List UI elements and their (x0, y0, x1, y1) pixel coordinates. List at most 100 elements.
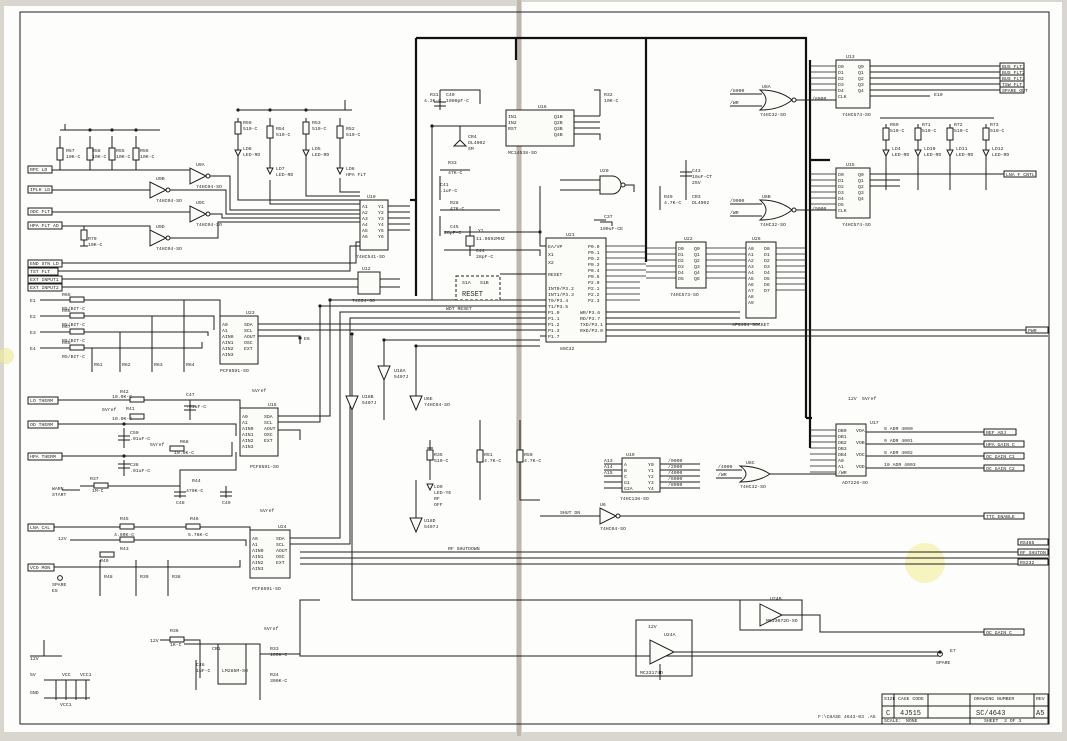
svg-text:Q4: Q4 (694, 270, 700, 276)
svg-text:U22: U22 (684, 236, 693, 242)
svg-text:U9C: U9C (196, 200, 205, 206)
svg-text:5.76K-C: 5.76K-C (188, 532, 208, 538)
svg-text:/WR: /WR (718, 472, 727, 478)
svg-text:LED-YE: LED-YE (434, 490, 451, 496)
svg-text:DB0: DB0 (838, 428, 847, 434)
svg-text:LED-RD: LED-RD (243, 152, 260, 158)
svg-text:A1: A1 (748, 252, 754, 258)
svg-text:10.0K-C: 10.0K-C (112, 394, 132, 400)
svg-text:CLK: CLK (838, 208, 847, 214)
svg-text:A14: A14 (604, 464, 613, 470)
right-net-flags: PWR REF ADJ HPA GAIN C OC GAIN C1 OC GAI… (983, 326, 1049, 636)
svg-text:P1.3: P1.3 (548, 328, 560, 334)
svg-text:RF SHUTDN: RF SHUTDN (1020, 550, 1046, 556)
svg-text:R60: R60 (62, 340, 71, 346)
svg-text:SCL: SCL (276, 542, 285, 548)
svg-text:R48: R48 (104, 574, 113, 580)
svg-text:/4000: /4000 (718, 464, 733, 470)
svg-text:A1: A1 (252, 542, 258, 548)
svg-text:EXT: EXT (244, 346, 253, 352)
svg-text:IN2: IN2 (508, 120, 517, 126)
svg-text:VCC1: VCC1 (80, 672, 92, 678)
svg-text:R69: R69 (890, 122, 899, 128)
svg-text:E6: E6 (304, 336, 310, 342)
svg-text:SPARE OUT: SPARE OUT (1002, 88, 1028, 94)
svg-text:28pF-C: 28pF-C (476, 254, 493, 260)
svg-text:510-C: 510-C (434, 458, 449, 464)
svg-text:OC GAIN C: OC GAIN C (986, 630, 1012, 636)
svg-text:D4: D4 (838, 196, 844, 202)
svg-text:Q2: Q2 (858, 184, 864, 190)
svg-text:47K-C: 47K-C (448, 170, 463, 176)
svg-text:8 ADR 4000: 8 ADR 4000 (884, 426, 913, 432)
net-flag: OC GAIN C (983, 628, 1025, 636)
rev-label: REV (1036, 696, 1045, 702)
svg-text:TSW FLT: TSW FLT (1002, 82, 1022, 88)
svg-text:AOUT: AOUT (276, 548, 288, 554)
svg-text:Q4: Q4 (858, 196, 864, 202)
svg-text:AIN0: AIN0 (222, 334, 234, 340)
svg-text:G1: G1 (624, 480, 630, 486)
cage-value: 4J515 (900, 710, 921, 718)
svg-text:4F6464 SOCKET: 4F6464 SOCKET (732, 322, 770, 328)
svg-text:U18A: U18A (394, 368, 406, 374)
svg-text:P0.2: P0.2 (588, 256, 600, 262)
svg-text:D2: D2 (838, 76, 844, 82)
svg-text:74HC573-SO: 74HC573-SO (670, 292, 699, 298)
svg-text:AIN3: AIN3 (222, 352, 234, 358)
svg-text:Q2B: Q2B (554, 120, 563, 126)
svg-text:A1: A1 (362, 204, 368, 210)
svg-text:SPARE: SPARE (52, 582, 67, 588)
svg-text:P1.1: P1.1 (548, 316, 560, 322)
svg-text:5407J: 5407J (424, 524, 439, 530)
svg-text:C43: C43 (692, 168, 701, 174)
file-path: F:\CHASE 4643-03 .A5 (818, 714, 876, 720)
svg-text:CR3: CR3 (692, 194, 701, 200)
svg-text:A1: A1 (222, 328, 228, 334)
svg-text:C50: C50 (130, 430, 139, 436)
svg-text:A3: A3 (748, 264, 754, 270)
svg-text:U9B: U9B (156, 176, 165, 182)
svg-text:OSC: OSC (264, 432, 273, 438)
svg-text:VOA: VOA (856, 428, 865, 434)
svg-text:D1: D1 (838, 178, 844, 184)
svg-text:C: C (624, 474, 627, 480)
svg-text:R71: R71 (922, 122, 931, 128)
svg-text:D2: D2 (838, 184, 844, 190)
svg-text:R64: R64 (186, 362, 195, 368)
net-flag: VCO MON (27, 563, 55, 572)
svg-text:9 ADR 4001: 9 ADR 4001 (884, 438, 913, 444)
svg-text:D0: D0 (838, 64, 844, 70)
svg-text:Q1: Q1 (694, 252, 700, 258)
svg-text:R33: R33 (270, 646, 279, 652)
svg-text:D3: D3 (838, 190, 844, 196)
svg-text:OC GAIN C2: OC GAIN C2 (986, 466, 1015, 472)
svg-text:LO THERM: LO THERM (30, 398, 53, 404)
net-flag: RF SHUTDN (1017, 548, 1049, 556)
svg-text:HPA GAIN C: HPA GAIN C (986, 442, 1015, 448)
svg-text:5Vref: 5Vref (264, 626, 279, 632)
svg-text:R53: R53 (312, 120, 321, 126)
svg-text:10K-C: 10K-C (92, 154, 107, 160)
svg-text:WDT RESET: WDT RESET (446, 306, 472, 312)
svg-text:EXT INPUT1: EXT INPUT1 (30, 277, 59, 283)
svg-text:LED-RD: LED-RD (892, 152, 909, 158)
svg-text:5407J: 5407J (362, 400, 377, 406)
svg-text:D0: D0 (764, 246, 770, 252)
svg-text:LD11: LD11 (956, 146, 968, 152)
svg-text:Q4: Q4 (858, 88, 864, 94)
svg-text:DL4002: DL4002 (692, 200, 709, 206)
svg-text:SM: SM (468, 146, 474, 152)
svg-text:/WR: /WR (730, 100, 739, 106)
number-label: DRAWING NUMBER (974, 696, 1014, 702)
svg-text:10K-C: 10K-C (116, 154, 131, 160)
svg-text:U15: U15 (846, 162, 855, 168)
svg-text:Y6: Y6 (378, 234, 384, 240)
svg-text:510-C: 510-C (312, 126, 327, 132)
svg-text:R43: R43 (120, 546, 129, 552)
